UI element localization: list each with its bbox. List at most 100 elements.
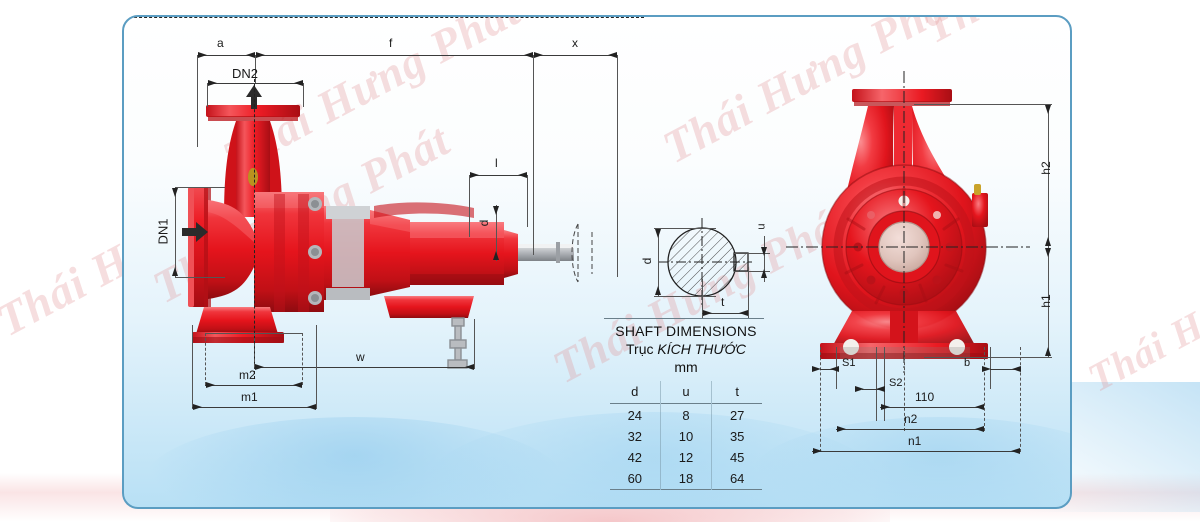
table-cell: 64: [711, 468, 762, 490]
dimension-arrow: [294, 79, 303, 86]
table-column-header: d: [631, 384, 639, 399]
dimension-label-m2: m2: [239, 368, 256, 382]
dimension-line-n2: [836, 429, 984, 430]
table-cell: 35: [711, 426, 762, 447]
extension-line: [205, 333, 303, 334]
dimension-label-n2: n2: [904, 412, 918, 426]
extension-line: [924, 357, 1052, 358]
table-cell: 24: [627, 408, 643, 423]
dimension-label-dn1: DN1: [155, 218, 171, 245]
diagram-panel: Thái Hưng Phát Thái Hưng Phát Thái Hưng …: [122, 15, 1072, 509]
panel-cloud-left: [144, 417, 564, 507]
watermark-text: Thái Hưng Phát: [1080, 226, 1200, 401]
extension-line: [734, 253, 770, 254]
table-column-header: u: [659, 381, 712, 404]
shaft-keyway-cross-section: [658, 218, 752, 306]
extension-line: [876, 347, 877, 421]
dimension-line-b: [990, 369, 1020, 370]
extension-line: [303, 83, 304, 107]
table-cell: 10: [659, 426, 712, 447]
shaft-table-title: SHAFT DIMENSIONS: [615, 323, 757, 339]
dimension-arrow: [813, 447, 822, 454]
dimension-line-dn2: [207, 83, 303, 84]
dimension-arrow: [534, 51, 543, 58]
dimension-line-s1: [820, 369, 838, 370]
extension-line: [316, 325, 317, 409]
dimension-arrow: [246, 51, 255, 58]
dimension-arrow: [830, 365, 839, 372]
table-top-rule: [604, 318, 764, 319]
dimension-line-110: [880, 407, 984, 408]
table-cell: 18: [659, 468, 712, 490]
extension-line: [197, 55, 198, 147]
centerline-horizontal: [124, 17, 644, 18]
dimension-arrow: [1011, 447, 1020, 454]
dimension-label-b: b: [964, 357, 971, 369]
dimension-arrow: [654, 286, 661, 295]
centerline-vertical: [254, 79, 255, 379]
extension-line: [734, 271, 770, 272]
dimension-label-dn2: DN2: [232, 66, 259, 81]
extension-line: [175, 187, 225, 188]
dimension-label-u: u: [755, 223, 768, 230]
dimension-arrow: [1044, 105, 1051, 114]
dimension-arrow: [982, 365, 991, 372]
extension-line: [914, 104, 1052, 105]
subtitle-prefix: Trục: [626, 341, 654, 357]
dimension-line-m2: [205, 385, 302, 386]
shaft-table-subtitle: Trục KÍCH THƯỚC: [596, 341, 776, 357]
dimension-arrow: [255, 363, 264, 370]
dimension-arrow: [307, 403, 316, 410]
extension-line: [469, 175, 470, 237]
dimension-arrow: [703, 309, 712, 316]
dimension-arrow: [812, 365, 821, 372]
dimension-arrow: [760, 269, 767, 278]
extension-line: [884, 347, 885, 421]
dimension-arrow: [198, 51, 207, 58]
flow-arrow-suction-icon: [182, 222, 208, 242]
dimension-label-t: t: [721, 295, 725, 309]
end-suction-centrifugal-pump-side-view: [188, 105, 593, 369]
subtitle-emph: KÍCH THƯỚC: [657, 341, 746, 357]
dimension-arrow: [837, 425, 846, 432]
table-cell: 60: [627, 471, 643, 486]
dimension-line-l: [469, 175, 527, 176]
table-cell: 12: [659, 447, 712, 468]
dimension-arrow: [739, 309, 748, 316]
dimension-line-m1: [192, 407, 316, 408]
dimension-arrow: [1044, 248, 1051, 257]
dimension-line-h1: [1048, 247, 1049, 357]
table-cell: 27: [711, 403, 762, 426]
dimension-arrow: [492, 206, 499, 215]
dimension-line-dn1: [175, 187, 176, 277]
dimension-line-t: [702, 313, 748, 314]
extension-line: [617, 55, 618, 277]
dimension-line-n1: [812, 451, 1020, 452]
dimension-line-top: [197, 55, 617, 56]
dimension-arrow: [855, 385, 864, 392]
dimension-line-d-shaft: [496, 205, 497, 261]
dimension-label-h1: h1: [1039, 294, 1053, 308]
extension-line: [207, 83, 208, 107]
dimension-arrow: [518, 171, 527, 178]
extension-line: [205, 333, 206, 385]
dimension-label-w: w: [356, 350, 365, 364]
table-cell: 8: [659, 403, 712, 426]
table-cell: 32: [627, 429, 643, 444]
dimension-label-x: x: [572, 36, 578, 50]
dimension-line-d-detail: [658, 228, 659, 296]
extension-line: [533, 55, 534, 255]
dimension-arrow: [193, 403, 202, 410]
dimension-label-m1: m1: [241, 390, 258, 404]
extension-line: [904, 347, 905, 431]
dimension-arrow: [608, 51, 617, 58]
extension-line: [984, 347, 985, 431]
extension-line: [474, 319, 475, 369]
dimension-label-a: a: [217, 36, 224, 50]
dimension-label-d-shaft: d: [477, 219, 491, 227]
extension-line: [255, 55, 256, 83]
table-column-header: t: [711, 381, 762, 404]
